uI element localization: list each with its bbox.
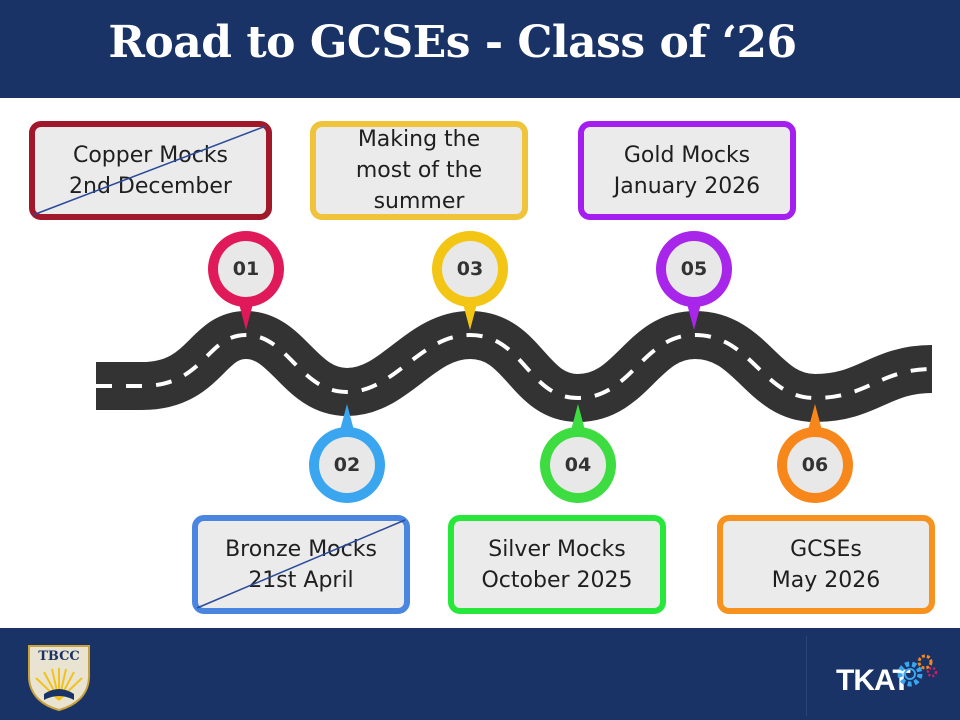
milestone-06-line2: May 2026	[771, 567, 881, 593]
milestone-01-line2: 2nd December	[69, 173, 232, 199]
milestone-04-label: Silver Mocks October 2025	[448, 515, 666, 614]
road	[96, 310, 933, 423]
tkat-logo-text: TKAT	[836, 664, 911, 697]
milestone-03-line1: Making the	[357, 127, 481, 152]
milestone-02-label: Bronze Mocks 21st April	[192, 515, 410, 614]
milestone-04-line1: Silver Mocks	[488, 536, 626, 562]
pin-04-number: 04	[564, 454, 592, 476]
tbcc-crest-logo	[28, 645, 90, 712]
pin-03-icon	[432, 231, 508, 330]
pin-02-icon	[309, 404, 385, 503]
milestone-05-line1: Gold Mocks	[623, 142, 751, 168]
milestone-06-label: GCSEs May 2026	[717, 515, 935, 614]
milestone-02-line1: Bronze Mocks	[225, 536, 377, 562]
milestone-01-label: Copper Mocks 2nd December	[29, 121, 272, 220]
milestone-03-line3: summer	[373, 189, 465, 214]
pin-01-icon	[208, 231, 284, 330]
milestone-05-line2: January 2026	[613, 173, 761, 199]
footer-banner	[0, 628, 960, 720]
milestone-05-label: Gold Mocks January 2026	[578, 121, 796, 220]
pin-06-icon	[777, 404, 853, 503]
pin-05-icon	[656, 231, 732, 330]
milestone-03-label: Making the most of the summer	[310, 121, 528, 220]
header-banner	[0, 0, 960, 98]
milestone-04-line2: October 2025	[481, 567, 633, 593]
milestone-01-line1: Copper Mocks	[72, 142, 229, 168]
footer-divider	[806, 636, 807, 716]
pin-04-icon	[540, 404, 616, 503]
pin-05-number: 05	[680, 258, 708, 280]
page-title: Road to GCSEs - Class of ‘26	[108, 17, 797, 68]
road-centre-line	[96, 332, 933, 401]
pin-01-number: 01	[232, 258, 260, 280]
milestone-03-line2: most of the	[355, 158, 483, 183]
tbcc-logo-text: TBCC	[38, 649, 80, 664]
pin-06-number: 06	[801, 454, 829, 476]
milestone-06-line1: GCSEs	[790, 536, 862, 562]
pin-02-number: 02	[333, 454, 361, 476]
milestone-02-line2: 21st April	[248, 567, 354, 593]
tkat-gears-icon	[897, 654, 938, 687]
pin-03-number: 03	[456, 258, 484, 280]
